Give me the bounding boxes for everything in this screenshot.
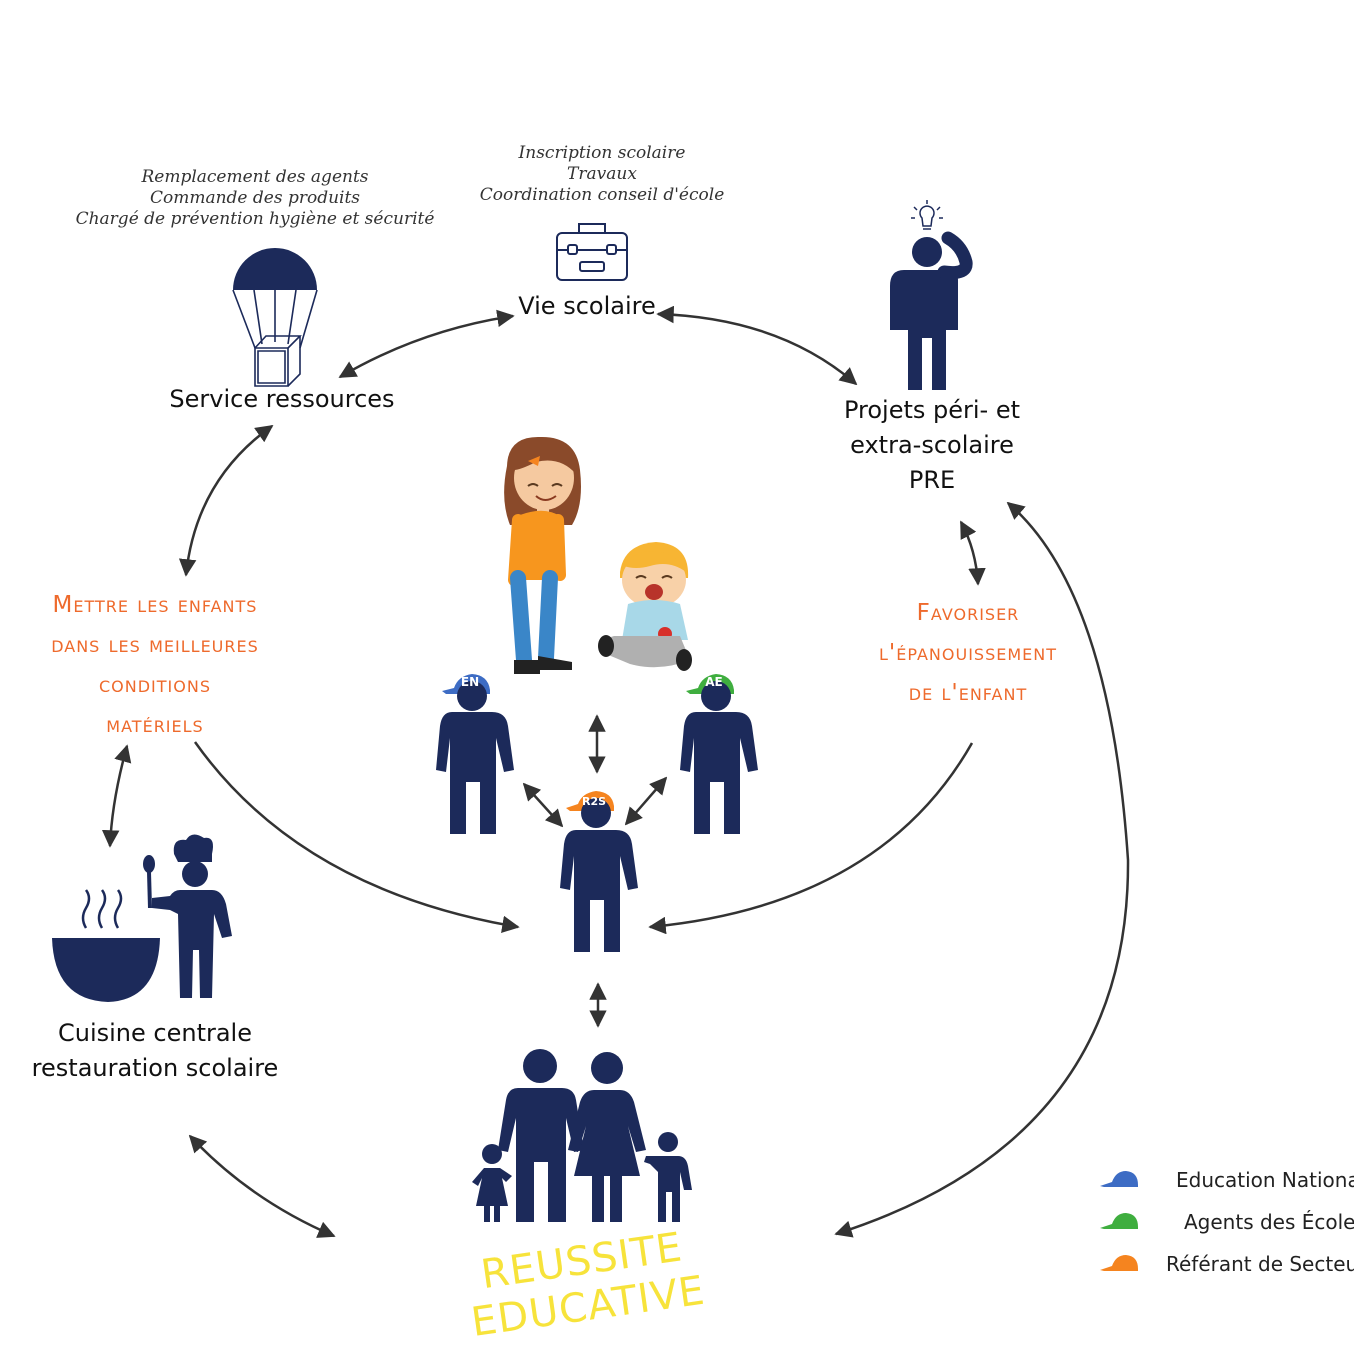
legend-label: Education Nationale	[1176, 1168, 1354, 1192]
note-line: Commande des produits	[149, 188, 361, 208]
arrow-projets-goal-right	[959, 520, 986, 586]
arrow-goal-left-r2s	[193, 741, 520, 933]
legend-label: Agents des École	[1184, 1210, 1354, 1234]
legend-label: Référant de Secteur	[1166, 1252, 1354, 1276]
goal-line: Favoriser	[916, 600, 1020, 626]
arrow-ae-r2s	[624, 776, 668, 826]
cap-label-ae: AE	[705, 675, 723, 689]
legend-item-education-nationale: Education Nationale	[1176, 1168, 1354, 1192]
goal-line: l'épanouissement	[879, 640, 1057, 666]
person-en-icon	[436, 674, 514, 834]
goal-right: Favoriser l'épanouissement de l'enfant	[840, 593, 1096, 713]
cuisine-line: Cuisine centrale	[57, 1019, 252, 1047]
briefcase-icon	[556, 223, 628, 281]
cooking-pot-icon	[52, 889, 160, 1002]
legend-cap-green-icon	[1100, 1213, 1138, 1229]
person-ae-icon	[680, 674, 758, 834]
arrow-service-vie	[338, 309, 515, 379]
goal-line: Mettre les enfants	[52, 592, 258, 618]
projets-line: PRE	[908, 466, 956, 494]
goal-line: de l'enfant	[908, 680, 1028, 706]
note-line: Coordination conseil d'école	[479, 185, 725, 205]
parachute-icon	[232, 248, 318, 387]
arrow-vie-projets	[656, 305, 858, 386]
vie-scolaire-notes: Inscription scolaire Travaux Coordinatio…	[452, 143, 752, 206]
arrow-projets-reussite	[834, 501, 1130, 1238]
legend-cap-icons	[1100, 1171, 1138, 1271]
goal-line: conditions	[99, 672, 211, 698]
thinking-person-icon	[890, 200, 973, 390]
arrow-service-goal-left	[178, 424, 274, 577]
cuisine-line: restauration scolaire	[31, 1054, 279, 1082]
service-ressources-label: Service ressources	[169, 385, 395, 413]
legend-item-agents-ecole: Agents des École	[1184, 1210, 1354, 1234]
person-r2s-icon	[560, 791, 638, 952]
note-line: Inscription scolaire	[518, 143, 686, 163]
arrow-cuisine-reussite	[188, 1134, 336, 1238]
boy-illustration	[598, 542, 692, 671]
vie-scolaire-label: Vie scolaire	[518, 292, 656, 320]
note-line: Travaux	[567, 164, 637, 184]
projets-line: extra-scolaire	[850, 431, 1014, 459]
diagram-graphics	[52, 200, 1138, 1271]
cuisine-label: Cuisine centrale restauration scolaire	[10, 1016, 300, 1086]
cap-label-en: EN	[460, 675, 480, 689]
family-icon	[472, 1049, 692, 1222]
connector-arrows	[101, 305, 1130, 1238]
arrow-en-r2s	[522, 782, 564, 828]
goal-left: Mettre les enfants dans les meilleures c…	[10, 585, 300, 745]
projets-line: Projets péri- et	[843, 396, 1021, 424]
girl-illustration	[504, 436, 581, 674]
service-ressources-notes: Remplacement des agents Commande des pro…	[50, 167, 460, 230]
legend-cap-blue-icon	[1100, 1171, 1138, 1187]
legend-item-referant-secteur: Référant de Secteur	[1166, 1252, 1354, 1276]
note-line: Remplacement des agents	[141, 167, 369, 187]
note-line: Chargé de prévention hygiène et sécurité	[75, 209, 435, 229]
goal-line: dans les meilleures	[51, 632, 259, 658]
lightbulb-icon	[911, 200, 943, 230]
arrow-goal-left-cuisine	[101, 744, 132, 848]
goal-line: matériels	[106, 712, 204, 738]
chef-icon	[143, 834, 232, 998]
legend-cap-orange-icon	[1100, 1255, 1138, 1271]
cap-label-r2s: R2S	[581, 795, 607, 808]
projets-label: Projets péri- et extra-scolaire PRE	[812, 393, 1052, 498]
